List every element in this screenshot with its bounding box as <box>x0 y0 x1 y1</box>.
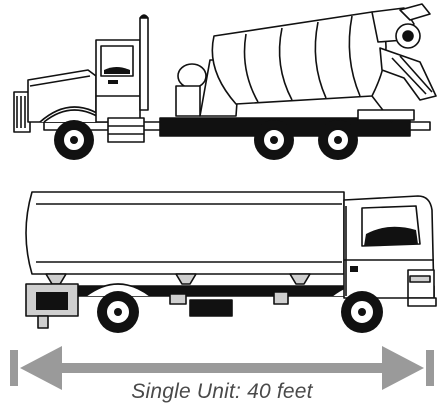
wheel-icon <box>318 120 358 160</box>
length-caption: Single Unit: 40 feet <box>0 380 444 404</box>
wheel-icon <box>341 291 383 333</box>
wheel-icon <box>254 120 294 160</box>
tanker-wheels <box>97 291 383 333</box>
wheel-icon <box>54 120 94 160</box>
wheel-icon <box>97 291 139 333</box>
